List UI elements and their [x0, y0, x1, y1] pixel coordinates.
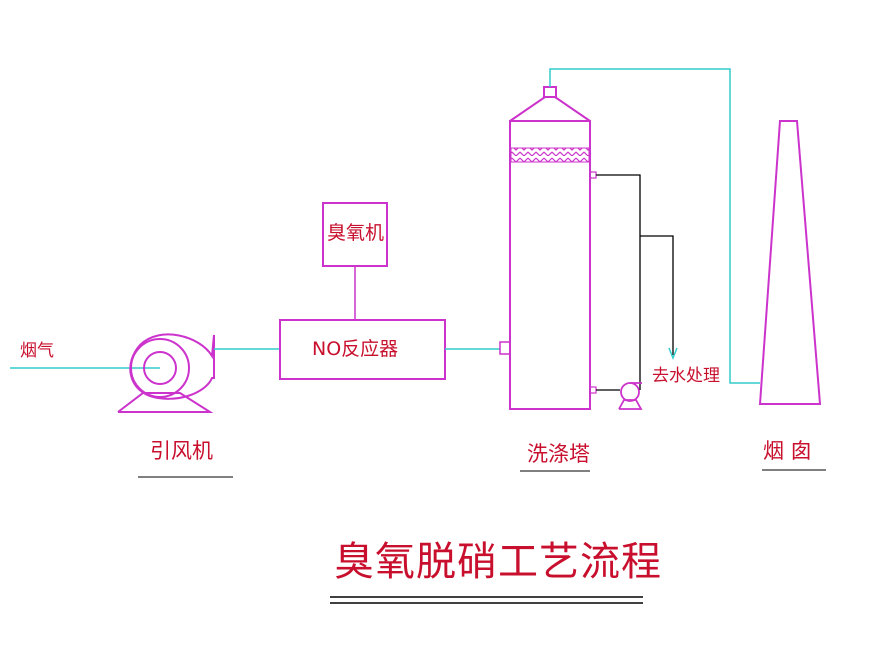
- scrubber-label: 洗涤塔: [527, 442, 590, 466]
- water-treatment-label: 去水处理: [652, 366, 720, 386]
- chimney-label: 烟 囱: [763, 439, 812, 463]
- flue-gas-label: 烟气: [20, 341, 54, 361]
- packing-layer: [510, 147, 590, 163]
- water-treatment-line: [640, 235, 674, 355]
- diagram-title: 臭氧脱硝工艺流程: [334, 539, 662, 585]
- no-reactor-label: NO反应器: [312, 338, 399, 360]
- circulation-water-line: [596, 174, 641, 390]
- scrubber-to-chimney-line: [549, 68, 760, 384]
- induced-fan-icon: [117, 333, 215, 413]
- water-treatment-arrow-icon: [668, 347, 678, 361]
- circulation-pump-icon: [618, 382, 643, 410]
- scrubber-inlet-nozzle: [499, 341, 511, 355]
- chimney-stack: [758, 120, 822, 405]
- scrubber-tower: [509, 86, 591, 410]
- induced-fan-label: 引风机: [150, 439, 213, 463]
- ozone-generator-label: 臭氧机: [327, 222, 385, 244]
